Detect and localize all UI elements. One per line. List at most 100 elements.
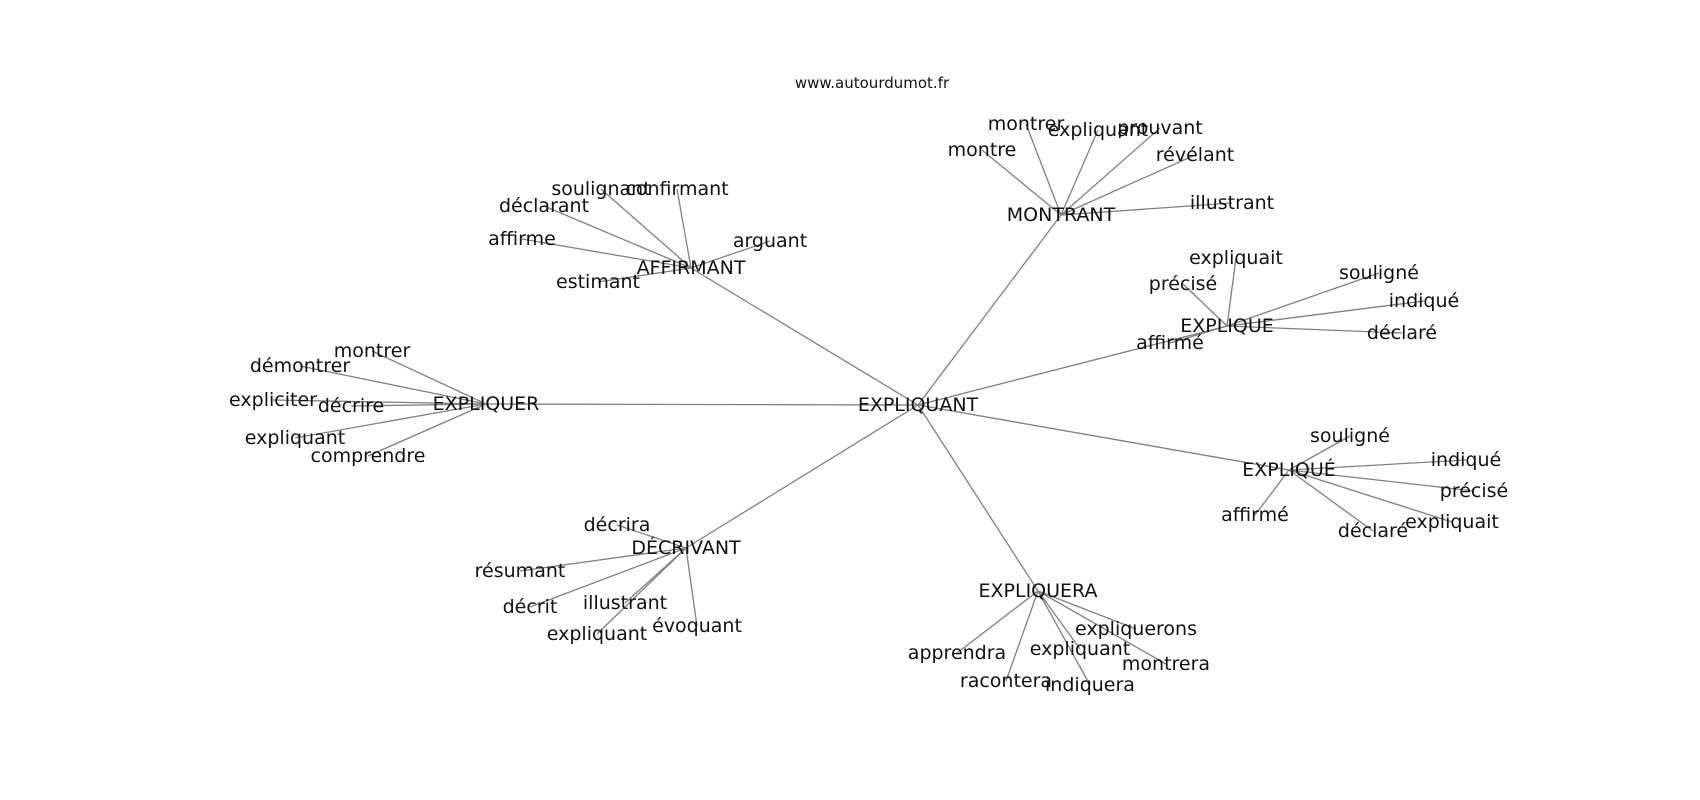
edge-expliquer-1: [299, 365, 487, 405]
edge-expliquer-4: [294, 403, 487, 439]
leaf-node-label: montrera: [1122, 653, 1210, 675]
edge-center-affirmant: [690, 267, 919, 406]
edge-expliquera-5: [1037, 590, 1091, 686]
source-label: www.autourdumot.fr: [795, 74, 950, 92]
edge-affirmant-4: [690, 240, 771, 269]
edge-montrant-1: [1060, 129, 1099, 216]
edge-explique-plain-3: [1226, 300, 1425, 327]
edge-explique-5: [1254, 469, 1290, 516]
leaf-node-label: déclarant: [499, 195, 589, 217]
edge-affirmant-1: [676, 188, 692, 269]
hub-node-label: EXPLIQUE: [1180, 315, 1274, 337]
edge-center-decrivant: [685, 404, 919, 549]
leaf-node-label: démontrer: [250, 355, 350, 377]
leaf-node-label: expliquait: [1189, 247, 1283, 269]
edge-montrant-4: [1060, 154, 1196, 216]
edge-decrivant-2: [529, 547, 687, 608]
edges-layer: [272, 123, 1475, 686]
leaf-node-label: précisé: [1149, 273, 1217, 295]
edge-explique-1: [1288, 459, 1467, 471]
leaf-node-label: indiqué: [1389, 290, 1459, 312]
edge-decrivant-5: [685, 547, 698, 627]
leaf-node-label: prouvant: [1117, 117, 1203, 139]
edge-decrivant-4: [596, 547, 687, 635]
leaf-node-label: expliquant: [1048, 119, 1148, 141]
edge-expliquera-4: [1005, 590, 1039, 682]
leaf-node-label: indiqué: [1431, 449, 1501, 471]
leaf-node-label: montre: [948, 139, 1017, 161]
leaf-node-label: évoquant: [652, 615, 742, 637]
edge-explique-3: [1288, 469, 1453, 523]
edge-expliquer-5: [367, 403, 487, 457]
edge-expliquer-3: [350, 403, 487, 407]
hub-node-label: AFFIRMANT: [637, 257, 746, 279]
leaf-node-label: précisé: [1440, 480, 1508, 502]
leaf-node-label: indiquera: [1045, 674, 1135, 696]
leaf-node-label: soulignant: [551, 178, 650, 200]
leaf-node-label: expliquant: [547, 623, 647, 645]
hub-node-label: EXPLIQUER: [433, 393, 540, 415]
leaf-node-label: déclaré: [1367, 322, 1437, 344]
leaf-node-label: décrit: [503, 596, 558, 618]
edge-expliquera-2: [1037, 590, 1081, 650]
edge-decrivant-1: [519, 547, 687, 572]
edge-expliquera-1: [956, 590, 1039, 654]
edge-explique-plain-5: [1169, 325, 1228, 344]
leaf-node-label: expliquant: [1030, 638, 1130, 660]
edge-center-expliquera: [917, 404, 1039, 592]
edge-explique-0: [1288, 435, 1351, 471]
labels-layer: EXPLIQUANT EXPLIQUÉ souligné indiqué précisé…: [229, 113, 1508, 696]
edge-center-expliquer: [485, 403, 919, 406]
leaf-node-label: montrer: [988, 113, 1065, 135]
leaf-node-label: apprendra: [908, 642, 1006, 664]
leaf-node-label: expliquait: [1405, 511, 1499, 533]
leaf-node-label: affirmé: [1221, 504, 1289, 526]
leaf-node-label: expliquant: [245, 427, 345, 449]
edge-affirmant-5: [597, 267, 692, 283]
edge-expliquera-3: [1037, 590, 1167, 665]
leaf-node-label: montrer: [334, 340, 411, 362]
leaf-node-label: confirmant: [625, 178, 728, 200]
edge-expliquer-0: [371, 350, 487, 405]
edge-explique-plain-0: [1226, 257, 1237, 327]
hub-node-label: EXPLIQUÉ: [1242, 458, 1336, 481]
edge-explique-2: [1288, 469, 1475, 492]
edge-explique-4: [1288, 469, 1374, 532]
hub-node-label: MONTRANT: [1007, 204, 1116, 226]
edge-explique-plain-1: [1226, 272, 1380, 327]
edge-expliquer-2: [272, 399, 487, 405]
edge-center-explique-plain: [917, 325, 1228, 406]
hub-node-label: DÉCRIVANT: [631, 536, 741, 559]
leaf-node-label: illustrant: [1190, 192, 1274, 214]
edge-expliquera-0: [1037, 590, 1137, 630]
edge-center-explique: [917, 404, 1290, 471]
edge-montrant-0: [1025, 123, 1062, 216]
leaf-node-label: expliciter: [229, 389, 317, 411]
leaf-node-label: illustrant: [583, 592, 667, 614]
edge-explique-plain-2: [1182, 283, 1228, 327]
leaf-node-label: affirmé: [1136, 332, 1204, 354]
leaf-node-label: estimant: [556, 271, 640, 293]
leaf-node-label: expliquerons: [1075, 618, 1197, 640]
leaf-node-label: arguant: [733, 230, 807, 252]
leaf-node-label: révélant: [1156, 144, 1234, 166]
leaf-node-label: déclaré: [1338, 520, 1408, 542]
leaf-node-label: décrira: [584, 514, 651, 536]
edge-affirmant-0: [600, 188, 692, 269]
leaf-node-label: affirme: [488, 228, 556, 250]
edge-montrant-5: [1060, 202, 1233, 216]
center-node-label: EXPLIQUANT: [858, 394, 979, 416]
edge-affirmant-2: [543, 205, 692, 269]
edge-montrant-2: [1060, 127, 1161, 216]
leaf-node-label: racontera: [960, 670, 1052, 692]
edge-montrant-3: [981, 149, 1062, 216]
leaf-node-label: souligné: [1339, 262, 1419, 284]
leaf-node-label: souligné: [1310, 425, 1390, 447]
edge-center-montrant: [917, 214, 1062, 406]
edge-explique-plain-4: [1226, 325, 1403, 334]
leaf-node-label: comprendre: [311, 445, 426, 467]
leaf-node-label: décrire: [318, 395, 384, 417]
hub-node-label: EXPLIQUERA: [979, 580, 1098, 602]
edge-affirmant-3: [521, 238, 692, 269]
